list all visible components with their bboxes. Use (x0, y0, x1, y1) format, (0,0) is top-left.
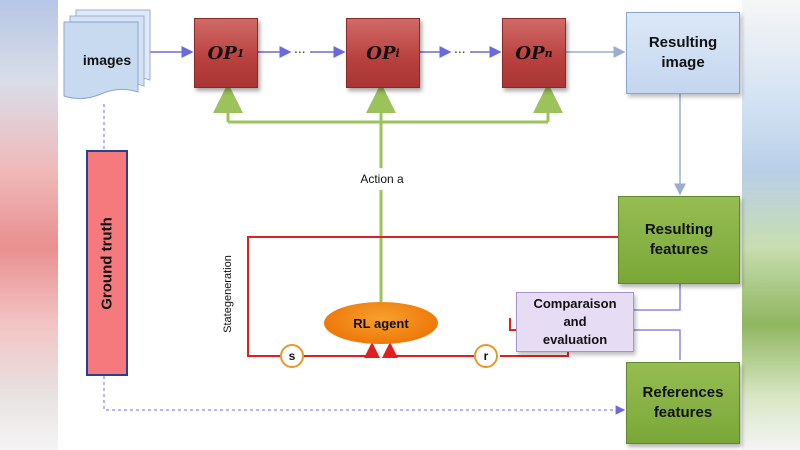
comparison-line3: evaluation (542, 332, 608, 347)
state-to-agent (304, 342, 380, 358)
resulting-features-box[interactable]: Resulting features (618, 196, 740, 284)
resulting-image-line1: Resulting (648, 34, 718, 51)
images-stack (63, 9, 151, 100)
resulting-image-box[interactable]: Resulting image (626, 12, 740, 94)
resulting-features-line1: Resulting (644, 221, 714, 238)
ellipsis-1: ... (294, 40, 306, 56)
op-i-base: OP (366, 42, 396, 64)
ellipsis-2: ... (454, 40, 466, 56)
comparison-box[interactable]: Comparaison and evaluation (516, 292, 634, 352)
resulting-image-line2: image (661, 54, 705, 71)
references-to-comparison (634, 329, 681, 360)
state-feedback-path (247, 236, 618, 357)
op-n-sub: n (544, 46, 553, 60)
rl-agent-node[interactable]: RL agent (324, 302, 438, 344)
right-decor-strip (742, 0, 800, 450)
features-to-comparison (634, 284, 681, 311)
action-label: Action a (360, 172, 404, 186)
images-label: images (82, 52, 132, 68)
references-features-box[interactable]: References features (626, 362, 740, 444)
comparison-line1: Comparaison (533, 296, 617, 311)
reward-to-agent (382, 342, 474, 358)
op-1-base: OP (207, 42, 237, 64)
resulting-features-line2: features (649, 241, 709, 258)
ground-truth-box[interactable]: Ground truth (86, 150, 128, 376)
left-decor-strip (0, 0, 58, 450)
references-line2: features (653, 404, 713, 421)
state-circle[interactable]: s (280, 344, 304, 368)
op-i-sub: i (395, 46, 400, 60)
op-n-base: OP (515, 42, 545, 64)
groundtruth-to-references-dash (103, 376, 626, 415)
ground-truth-label: Ground truth (98, 216, 116, 310)
connector-layer (63, 9, 686, 415)
reward-circle[interactable]: r (474, 344, 498, 368)
references-line1: References (642, 384, 724, 401)
op-1-sub: 1 (236, 46, 245, 60)
state-generation-label: Stategeneration (222, 255, 234, 333)
comparison-line2: and (563, 314, 587, 329)
